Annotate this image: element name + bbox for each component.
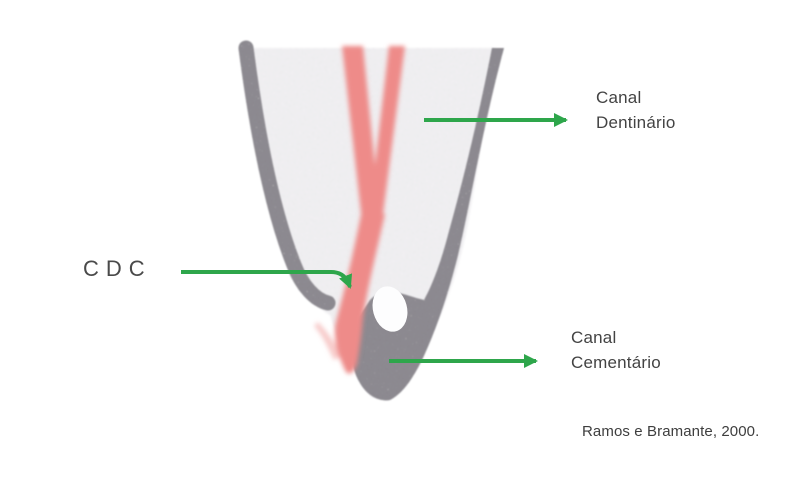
canal-exit-wisp	[314, 322, 342, 360]
label-cdc: CDC	[83, 256, 152, 281]
canal-wall-right	[369, 46, 405, 222]
cementum-left-band	[238, 40, 336, 311]
canal-wall-left	[342, 46, 381, 230]
label-canal-dentinario: Canal Dentinário	[596, 88, 676, 132]
canal-apical-segment	[334, 210, 385, 374]
label-canal-cementario: Canal Cementário	[571, 328, 661, 372]
root-canal-pink	[314, 46, 405, 374]
arrows	[181, 113, 568, 368]
citation-text: Ramos e Bramante, 2000.	[582, 423, 760, 440]
arrow-cdc	[181, 270, 353, 289]
dentin-apex-oval	[372, 286, 408, 332]
